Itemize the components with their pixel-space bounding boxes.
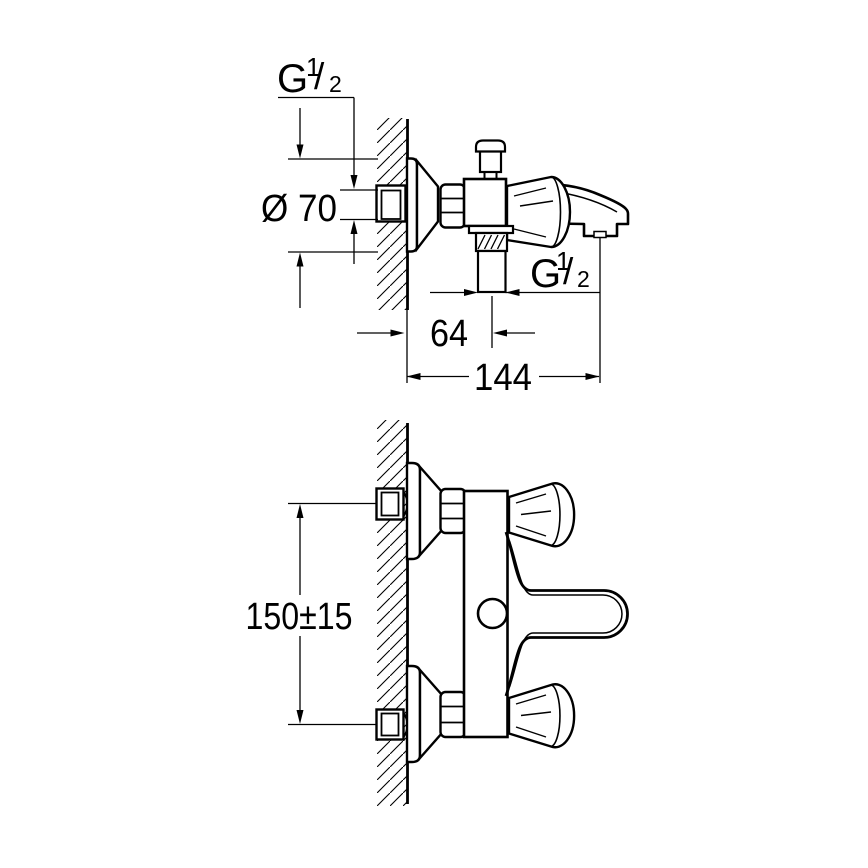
shower-outlet-pipe: [476, 249, 507, 294]
valve-body: [462, 177, 508, 228]
label-inlet-thread-top: G 1 / 2: [277, 52, 342, 101]
dim-wall-to-spout: [406, 238, 601, 383]
hex-nut: [439, 183, 467, 229]
hex-nut-bottom: [439, 690, 467, 739]
diverter-cap: [474, 139, 507, 153]
escutcheon-bottom-flange: [405, 664, 422, 764]
label-wall-to-outlet: 64: [430, 313, 468, 355]
escutcheon-top-cone: [418, 463, 444, 559]
label-wall-to-spout: 144: [474, 357, 532, 399]
diverter-knob-plan: [476, 597, 509, 630]
handle-rim: [550, 176, 562, 248]
hex-nut-top: [439, 487, 467, 535]
spout-plan-outline: [504, 531, 629, 697]
escutcheon-flange: [405, 157, 419, 253]
wall-union-bottom-inner: [380, 712, 400, 737]
collar-threads: [477, 234, 506, 250]
wall-union-top-inner: [380, 491, 400, 517]
dimensions: G 1 / 2 Ø 70 G 1 / 2 64 144 150±15: [246, 52, 601, 726]
label-connection-spacing: 150±15: [246, 596, 353, 638]
handle-plan-bottom: [507, 683, 576, 749]
label-escutcheon-diameter: Ø 70: [261, 188, 337, 230]
label-outlet-thread: G 1 / 2: [530, 246, 590, 296]
dim-outlet-thread: [430, 289, 600, 296]
escutcheon-top-flange: [405, 461, 422, 561]
aerator-notch: [593, 230, 607, 239]
diverter-stem: [478, 149, 503, 174]
handle-plan-top: [507, 482, 576, 548]
wall-hatching-plan: [377, 420, 407, 806]
escutcheon-cone: [415, 157, 440, 253]
spout-plan-inner-line: [508, 540, 623, 688]
dim-escutcheon-diameter: [288, 108, 378, 308]
dim-connection-spacing: [288, 502, 377, 726]
wall-union-inner: [380, 189, 402, 220]
dim-wall-to-outlet: [357, 296, 535, 348]
escutcheon-bottom-cone: [418, 666, 444, 762]
dim-inlet-thread-top: [278, 96, 378, 264]
plan-view: [375, 420, 629, 806]
side-view: [375, 118, 630, 310]
